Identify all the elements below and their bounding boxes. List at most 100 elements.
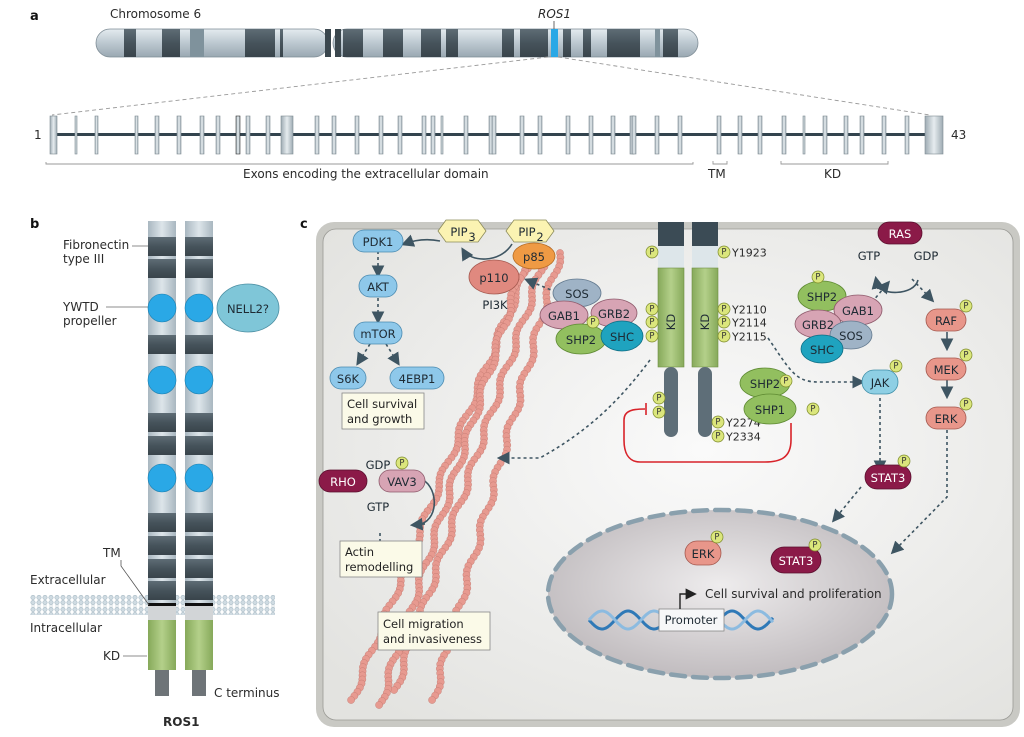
exon-32 (677, 115, 683, 155)
phosphate-icon: P (806, 402, 820, 416)
phosphate-icon: P (811, 270, 825, 284)
phosphate-icon: P (710, 530, 724, 544)
ywtd-propeller (184, 365, 214, 395)
jak: JAK (861, 369, 899, 395)
erk-nuclear-label: ERK (692, 547, 715, 561)
p85-label: p85 (523, 250, 545, 264)
phosphate-icon: P (645, 302, 659, 316)
promoter-box (658, 608, 725, 632)
exon-27 (588, 115, 594, 155)
svg-text:P: P (714, 533, 719, 543)
box-actin-remodelling: Actin remodelling (339, 540, 423, 578)
svg-text:P: P (649, 332, 654, 342)
kd-left-label: KD (664, 314, 678, 331)
vav3: VAV3 (378, 469, 426, 493)
site-Y1923: Y1923 (731, 247, 767, 260)
pdk1-label: PDK1 (363, 235, 394, 249)
phosphate-icon: P (652, 391, 666, 405)
zoom-line-left (51, 56, 549, 116)
phosphate-icon: P (395, 456, 409, 470)
bracket-kd-label: KD (824, 167, 841, 181)
p110: p110 (468, 259, 520, 295)
svg-text:Cell survival: Cell survival (347, 397, 417, 411)
pi3k-label: PI3K (482, 298, 508, 312)
exon-36 (781, 115, 787, 155)
exon-35 (757, 115, 763, 155)
svg-text:P: P (901, 457, 906, 467)
site-Y2334: Y2334 (725, 431, 761, 444)
svg-text:P: P (656, 408, 661, 418)
exon-43 (924, 115, 944, 155)
ros1-protein-name: ROS1 (163, 715, 199, 729)
nell2-label: NELL2? (227, 302, 269, 316)
site-Y2115: Y2115 (731, 331, 767, 344)
grb2-right: GRB2 (794, 309, 842, 339)
ywtd-label: YWTD (62, 300, 99, 314)
ras-label: RAS (889, 227, 912, 241)
exon-43-label: 43 (951, 128, 966, 142)
svg-text:P: P (715, 432, 720, 442)
exon-3 (94, 115, 99, 155)
intracellular-label: Intracellular (30, 621, 102, 635)
shc-left: SHC (600, 320, 644, 352)
svg-text:P: P (963, 302, 968, 312)
svg-text:P: P (399, 459, 404, 469)
c-terminus (155, 670, 169, 696)
shp2-left: SHP2 (555, 323, 607, 355)
phosphate-icon: P (897, 454, 911, 468)
exon-14 (331, 115, 337, 155)
ywtd-propeller (147, 365, 177, 395)
ras: RAS (877, 221, 923, 245)
svg-text:P: P (721, 305, 726, 315)
exon-18 (421, 115, 427, 155)
phosphate-icon: P (717, 315, 731, 329)
exon-39 (843, 115, 849, 155)
ywtd-propeller (147, 293, 177, 323)
ywtd-propeller (184, 463, 214, 493)
rho-label: RHO (330, 475, 356, 489)
grb2-right-label: GRB2 (802, 318, 834, 332)
phosphate-icon: P (645, 329, 659, 343)
exon-21 (463, 115, 469, 155)
svg-text:P: P (590, 318, 595, 328)
svg-text:P: P (656, 394, 661, 404)
tm-label: TM (102, 546, 121, 560)
exon-8 (215, 115, 221, 155)
svg-text:P: P (963, 400, 968, 410)
svg-text:P: P (649, 248, 654, 258)
exon-7 (199, 115, 205, 155)
stat3-cyto: STAT3 (864, 464, 912, 490)
shp1: SHP1 (743, 393, 797, 425)
exon-12 (280, 115, 294, 155)
zoom-line-right (557, 56, 931, 116)
gab1-right: GAB1 (833, 294, 883, 326)
nell2-ligand: NELL2? (216, 283, 280, 333)
ywtd-label-2: propeller (63, 314, 117, 328)
bracket-tm (712, 161, 728, 165)
exon-26 (565, 115, 571, 155)
phosphate-icon: P (711, 429, 725, 443)
phosphate-icon: P (959, 397, 973, 411)
exon-16 (378, 115, 384, 155)
4ebp1: 4EBP1 (389, 366, 445, 390)
shp1-label: SHP1 (755, 403, 785, 417)
erk: ERK (925, 406, 967, 430)
exon-10 (245, 115, 251, 155)
exon-6 (176, 115, 182, 155)
svg-text:P: P (963, 351, 968, 361)
exon-19 (430, 115, 436, 155)
rho: RHO (318, 469, 368, 493)
svg-text:3: 3 (468, 230, 475, 244)
mtor: mTOR (353, 321, 403, 345)
c-terminus-label: C terminus (214, 686, 280, 700)
box-survival-growth: Cell survival and growth (341, 392, 425, 430)
mek: MEK (925, 357, 967, 381)
bracket-kd (780, 161, 889, 165)
exon-37 (802, 115, 806, 155)
kd-label: KD (103, 649, 120, 663)
exon-40 (859, 115, 865, 155)
svg-text:PIP: PIP (518, 225, 535, 239)
exon-34 (737, 115, 743, 155)
